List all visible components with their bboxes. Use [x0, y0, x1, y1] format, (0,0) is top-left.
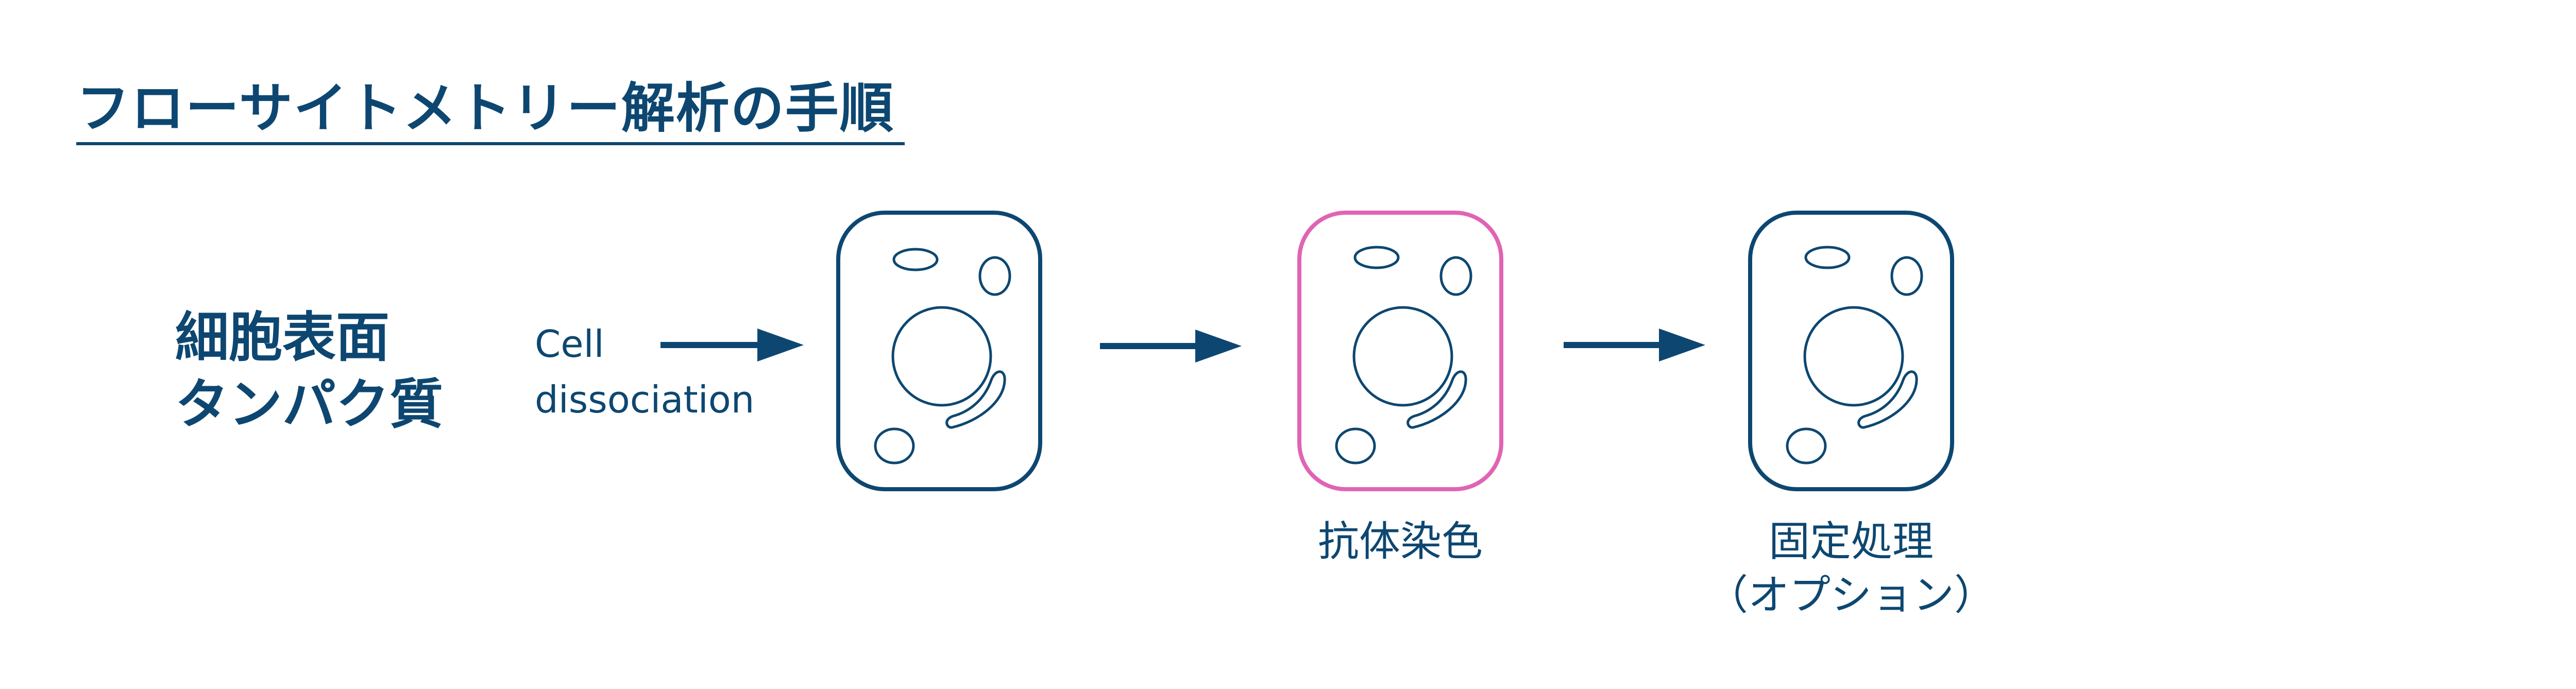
- staining-caption: 抗体染色: [1297, 515, 1503, 569]
- arrow-2: [1100, 330, 1242, 363]
- dissociation-label: Cell dissociation: [535, 316, 754, 427]
- arrow-1: [660, 329, 804, 361]
- target-label-line-2: タンパク質: [175, 373, 444, 436]
- title-underline: [76, 142, 905, 145]
- fixation-caption-line-2: （オプション）: [1707, 571, 1995, 619]
- fixation-caption: 固定処理 （オプション）: [1697, 515, 2006, 622]
- dissociation-label-line-2: dissociation: [535, 378, 755, 421]
- target-label-line-1: 細胞表面: [175, 306, 390, 369]
- target-label: 細胞表面 タンパク質: [175, 304, 443, 438]
- cell-1: [836, 211, 1042, 491]
- cell-3: [1748, 211, 1954, 491]
- dissociation-label-line-1: Cell: [535, 322, 604, 366]
- staining-caption-text: 抗体染色: [1318, 518, 1483, 565]
- fixation-caption-line-1: 固定処理: [1769, 518, 1934, 565]
- diagram-title: フローサイトメトリー解析の手順: [76, 77, 894, 140]
- cell-2-stained: [1297, 211, 1503, 491]
- arrow-3: [1564, 329, 1705, 361]
